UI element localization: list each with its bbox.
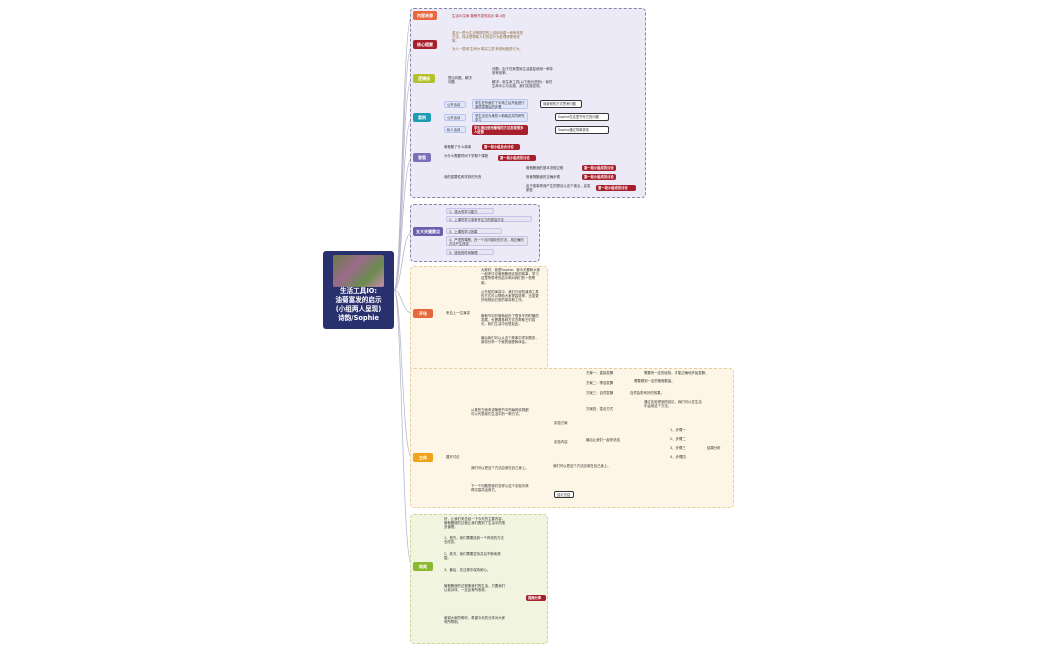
- core-point-2: 为人一是用'生命为'事实工具'有效地推进行为。: [452, 47, 523, 51]
- qa-q1: 葡萄酿了什么故事: [444, 145, 472, 149]
- case-c1[interactable]: 公开活动: [444, 101, 466, 108]
- main-n5: 结果分析: [707, 446, 721, 450]
- open-para-4: 最后我们可以从这个故事中学到很多，我将分享一下我的感受和体会。: [481, 336, 539, 345]
- qa-r2: 第一段小组成员讨论: [498, 155, 536, 161]
- section-frame-open: [410, 266, 548, 374]
- main-l2: 方案二：筛选发酵: [586, 381, 614, 385]
- main-n2: 2、步骤二: [670, 437, 686, 441]
- section-frame-end: [410, 514, 548, 644]
- case-e1[interactable]: 用新鲜的方式思考问题: [540, 100, 582, 108]
- main-p1: 从某些方面来讲葡萄节中的每种实践都可以代表我们生活中的一种方式。: [471, 408, 529, 417]
- main-mid: 展开讨论: [446, 455, 460, 459]
- open-para-2: 从先前的演讲中，我们已经知道用工具的方式可以帮助大家提高效率，比如更好地规划日常…: [481, 290, 539, 303]
- habit-item-3: 3、上课的学习效果: [446, 228, 502, 234]
- case-e3[interactable]: Sophie通过简单事情: [555, 126, 609, 134]
- main-n3: 3、步骤三: [670, 446, 686, 450]
- end-para-1: 好，让我们来总结一下今天的主要内容，葡萄酿造的过程让我们看到了生活中的很多道理。: [444, 517, 506, 530]
- source-text: 生活IO生命-葡萄节发的启示 单-4页: [452, 14, 506, 18]
- end-para-6: 谢谢大家的聆听，希望今天的分享对大家有所帮助。: [444, 616, 506, 625]
- qa-q2: 为什么需要时间下学期个课程: [444, 154, 489, 158]
- case-c3[interactable]: 私人活动: [444, 126, 466, 133]
- qa-t1: 第一段小组成员讨论: [582, 165, 616, 171]
- end-para-4: 3、最后，在过程中保持耐心。: [444, 568, 491, 572]
- branch-core[interactable]: 核心提要: [413, 40, 437, 49]
- main-m2: 需要看到一定的葡萄数量。: [634, 379, 675, 383]
- main-n4: 4、步骤四: [670, 455, 686, 459]
- main-p3: 下一个问题是我们怎样从这个实验中获得灵感并运用它。: [471, 484, 529, 493]
- qa-r1: 第一段小组总合讨论: [482, 144, 520, 150]
- branch-open[interactable]: 开场: [413, 309, 433, 318]
- main-p4-extra: 我们可以把这个方法应用在自己身上。: [553, 464, 611, 468]
- qa-q3: 我的重要性和学到的东西: [444, 175, 482, 179]
- core-point-1: 重点一是为生活等提供的上游用创建一种有效的方法，特点是帮助人们改变行为处理得更有…: [452, 31, 524, 44]
- branch-main[interactable]: 主体: [413, 453, 433, 462]
- branch-source[interactable]: 内容来源: [413, 11, 437, 20]
- logic-mid: 提出问题，解决问题: [448, 76, 472, 85]
- main-n1: 1、步骤一: [670, 428, 686, 432]
- habit-item-1: 1、强大的学习能力: [446, 208, 494, 214]
- root-title: 生活工具IO: 油菊富发的启示 (小组两人呈现) 诗韵/Sophie: [335, 287, 382, 322]
- main-k1: 实验方案: [554, 421, 568, 425]
- main-m3: 自然会带来好的效果。: [630, 391, 664, 395]
- end-para-5: 葡萄酿造的过程像我们的生活，只要我们认真对待，一定会有所收获。: [444, 584, 506, 593]
- open-para-3: 葡萄节中的葡萄经历了很多不同时期的发展，也需要各种方式去帮助它们成长，我们生活中…: [481, 314, 539, 327]
- branch-logic[interactable]: 逻辑线: [413, 74, 435, 83]
- qa-t2: 第一段小组成员讨论: [582, 174, 616, 180]
- case-e2[interactable]: Sophie在这里书写它的问题: [555, 113, 609, 121]
- branch-end[interactable]: 结尾: [413, 562, 433, 571]
- main-m1: 需要有一定的经验，才能正确地开始发酵。: [644, 371, 709, 375]
- logic-b: 解决：用生命工具(以下面为范例)：我们生命中心与实施，我们实施发现。: [492, 80, 553, 89]
- open-para-1: 大家好，我是Sophie，我今天要和大家一起来讨论葡萄酿造实验的故事，学习这里所…: [481, 268, 541, 285]
- end-tag: 视频分享: [526, 595, 546, 601]
- branch-case[interactable]: 案例: [413, 113, 431, 122]
- main-k2: 实验内容: [554, 440, 568, 444]
- end-para-2: 1、首先，我们需要找到一个有效的方法去改变。: [444, 536, 504, 545]
- main-l4: 方案四：混合方式: [586, 407, 614, 411]
- qa-s1: 葡萄酿酒的基本流程过程: [526, 166, 564, 170]
- branch-qa[interactable]: 答案: [413, 153, 431, 162]
- habit-item-5: 5、强化的时间管理: [446, 249, 494, 255]
- main-m4: 通过实验得到的结论，我们可以在生活中运用这个方法。: [644, 400, 702, 409]
- main-l3: 方案三：自然发酵: [586, 391, 614, 395]
- main-outbox[interactable]: 结论总结: [554, 491, 574, 498]
- main-p2: 我们可以把这个方法应用在自己身上。: [471, 466, 529, 470]
- qa-s3: 由于某事情而产生的想法以这个观点，启发家庭: [526, 184, 591, 193]
- case-c2[interactable]: 公开活动: [444, 114, 466, 121]
- open-mid: 来自上一位演讲: [446, 311, 470, 315]
- case-d2: 学生出去为某些人和朋友共同研究学习: [472, 112, 528, 122]
- main-l1: 方案一：直接发酵: [586, 371, 614, 375]
- end-para-3: 2、其次，我们需要坚持并且不断地调整。: [444, 552, 501, 561]
- root-photo: [333, 255, 384, 287]
- section-frame-main: [410, 368, 734, 508]
- case-d3: 学生通过使用葡萄的方法发现很多人经营: [472, 125, 528, 135]
- root-topic[interactable]: 生活工具IO: 油菊富发的启示 (小组两人呈现) 诗韵/Sophie: [323, 251, 394, 329]
- logic-a: 问题：由于在家里用生活重复使用一种非常有效率。: [492, 67, 554, 76]
- main-note: 最后让我们一起来总结: [586, 438, 620, 442]
- habit-item-2: 2、上课时学习非常专注力的提高方法: [446, 216, 532, 222]
- branch-habit[interactable]: 五大关键要点: [413, 227, 443, 236]
- qa-t3: 第一段小组成员讨论: [596, 185, 636, 191]
- habit-item-4: 4、严谨的课程，在一个月内强化的方法，用正确的方法产生改变: [446, 236, 528, 246]
- qa-s2: 用食物酿酒的正确步骤: [526, 175, 560, 179]
- case-d1: 学生在外面打了半场之后开始进行某项发明后的步骤: [472, 99, 528, 109]
